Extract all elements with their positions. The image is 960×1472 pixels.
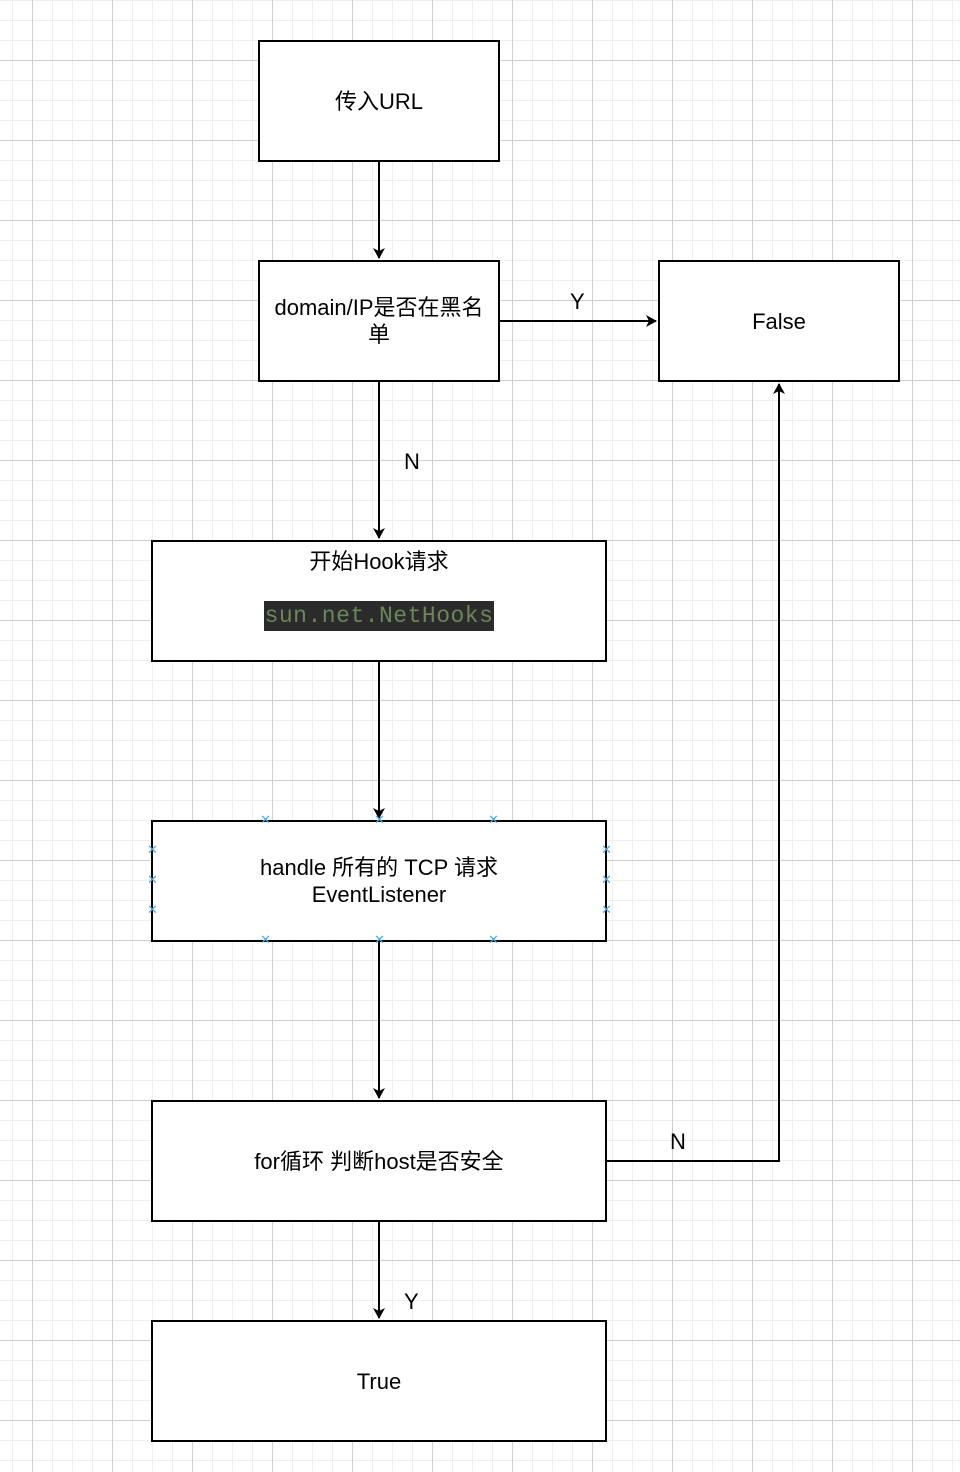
node-start-hook-title: 开始Hook请求	[309, 549, 449, 574]
node-blacklist-check[interactable]: domain/IP是否在黑名单	[258, 260, 500, 382]
edge-label-blacklist-yes: Y	[570, 289, 585, 314]
connection-point-icon[interactable]: ✕	[147, 843, 158, 858]
edge-label-for-no: N	[670, 1129, 686, 1154]
connection-point-icon[interactable]: ✕	[601, 843, 612, 858]
connection-point-icon[interactable]: ✕	[374, 933, 385, 948]
node-blacklist-check-label: domain/IP是否在黑名单	[274, 295, 484, 347]
node-false-label: False	[752, 308, 806, 334]
node-input-url-label: 传入URL	[334, 88, 423, 114]
node-handle-tcp[interactable]: handle 所有的 TCP 请求 EventListener	[151, 820, 607, 942]
edge-label-for-yes: Y	[404, 1289, 419, 1314]
node-handle-tcp-line1: handle 所有的 TCP 请求	[259, 855, 498, 880]
connection-point-icon[interactable]: ✕	[260, 813, 271, 828]
connection-point-icon[interactable]: ✕	[147, 903, 158, 918]
connection-point-icon[interactable]: ✕	[488, 933, 499, 948]
edge-label-blacklist-no: N	[404, 449, 420, 474]
connection-point-icon[interactable]: ✕	[601, 903, 612, 918]
node-start-hook[interactable]: 开始Hook请求 sun.net.NetHooks	[151, 540, 607, 662]
connection-point-icon[interactable]: ✕	[260, 933, 271, 948]
node-false[interactable]: False	[658, 260, 900, 382]
node-handle-tcp-line2: EventListener	[311, 882, 447, 907]
connection-point-icon[interactable]: ✕	[488, 813, 499, 828]
node-input-url[interactable]: 传入URL	[258, 40, 500, 162]
node-for-loop-check[interactable]: for循环 判断host是否安全	[151, 1100, 607, 1222]
node-start-hook-code: sun.net.NetHooks	[263, 601, 495, 631]
connection-point-icon[interactable]: ✕	[601, 873, 612, 888]
node-for-loop-check-label: for循环 判断host是否安全	[254, 1148, 504, 1174]
connection-point-icon[interactable]: ✕	[374, 813, 385, 828]
node-true[interactable]: True	[151, 1320, 607, 1442]
connection-point-icon[interactable]: ✕	[147, 873, 158, 888]
edge-for-to-false[interactable]	[607, 383, 785, 1162]
node-true-label: True	[356, 1368, 402, 1394]
